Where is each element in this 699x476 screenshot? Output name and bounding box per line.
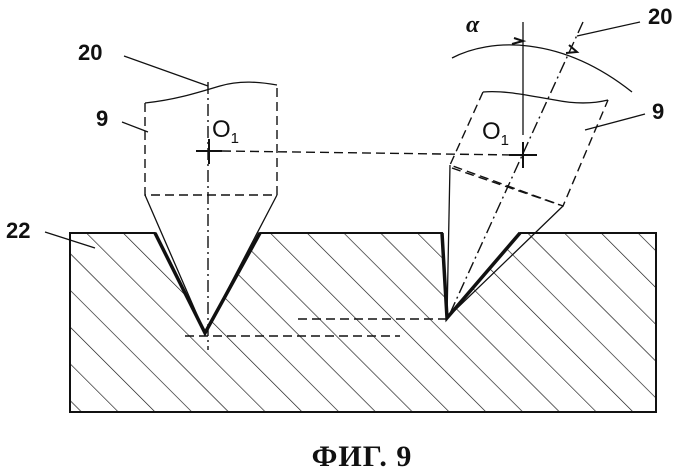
label-20-left: 20 [78,40,102,65]
label-alpha: α [466,12,480,38]
label-o1-right: O1 [482,118,509,149]
angle-arc [452,45,632,92]
leader-20-right [577,22,640,36]
figure-caption: ФИГ. 9 [312,440,413,473]
angle-arrow-right [566,45,577,53]
right-center-mark [509,142,537,168]
label-9-left: 9 [96,106,108,131]
angle-arrow-left [512,38,523,44]
left-tool-shank [145,85,277,195]
right-tool-shank [450,92,608,206]
leader-9-right [585,114,645,130]
label-9-right: 9 [652,99,664,124]
center-connection-line [222,151,515,155]
label-22: 22 [6,218,30,243]
leader-20-left [124,56,208,86]
label-o1-left: O1 [212,116,239,147]
right-tool-top-wave [483,92,608,103]
left-tool-top-wave [145,82,277,103]
label-20-right: 20 [648,4,672,29]
leader-9-left [122,122,148,132]
workpiece-body [70,233,656,412]
right-tool-diagonal [452,168,560,205]
